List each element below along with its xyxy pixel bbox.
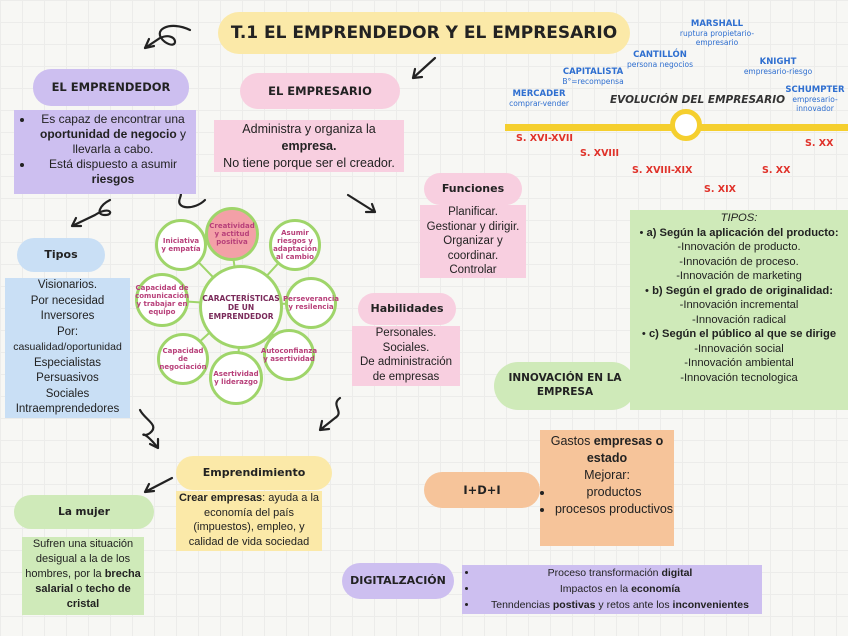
bubble-comunicacion: Capacidad de comunicación y trabajar en … — [135, 273, 189, 327]
characteristics-cluster: CARACTERÍSTICAS DE UN EMPRENDEDOR Creati… — [135, 205, 345, 405]
tipos-item: Por: — [56, 325, 79, 338]
timeline-marshall: MARSHALL ruptura propietario- empresario — [679, 19, 755, 48]
main-title: T.1 EL EMPRENDEDOR Y EL EMPRESARIO — [218, 12, 630, 54]
emprendedor-item-1: Es capaz de encontrar una oportunidad de… — [34, 112, 192, 157]
empresario-title: EL EMPRESARIO — [268, 84, 372, 98]
innovation-type-a: • a) Según la aplicación del producto: — [639, 226, 839, 239]
timeline-knight: KNIGHT empresario-riesgo — [743, 57, 813, 77]
tipos-item: Inversores — [40, 310, 95, 322]
digitalizacion-item-2: Impactos en la economía — [478, 581, 762, 597]
habilidades-item: Personales. — [375, 327, 437, 339]
bubble-creatividad: Creatividad y actitud positiva — [205, 207, 259, 261]
emprendedor-heading: EL EMPRENDEDOR — [33, 69, 189, 106]
innovation-item: -Innovación de proceso. — [679, 255, 799, 268]
emprendedor-description: Es capaz de encontrar una oportunidad de… — [14, 110, 196, 194]
bubble-iniciativa: Iniciativa y empatía — [155, 219, 207, 271]
innovation-types-box: TIPOS: • a) Según la aplicación del prod… — [630, 210, 848, 410]
timeline-node — [670, 109, 702, 141]
tipos-item: Visionarios. — [37, 279, 98, 291]
emprendedor-title: EL EMPRENDEDOR — [51, 80, 171, 94]
digitalizacion-label: DIGITALZACIÓN — [342, 563, 454, 599]
tipos-title: Tipos — [44, 248, 78, 261]
idi-description: Gastos empresas o estado Mejorar: produc… — [540, 430, 674, 546]
tipos-item: Especialistas — [33, 356, 102, 369]
empresario-line-2: empresa. — [281, 139, 337, 153]
tipos-item: Por necesidad — [30, 294, 105, 307]
idi-gastos: Gastos empresas o estado — [550, 434, 664, 465]
habilidades-list: Personales. Sociales. De administración … — [352, 326, 460, 386]
habilidades-title: Habilidades — [370, 302, 444, 315]
mujer-description: Sufren una situación desigual a la de lo… — [22, 537, 144, 615]
empresario-line-1: Administra y organiza la — [242, 122, 376, 136]
idi-item: productos — [554, 484, 674, 501]
digitalizacion-item-1: Proceso transformación digital — [478, 565, 762, 581]
century-label: S. XVIII — [580, 148, 620, 159]
century-label: S. XX — [805, 138, 834, 149]
digitalizacion-list: Proceso transformación digital Impactos … — [462, 565, 762, 614]
innovation-item: -Innovación tecnologica — [680, 371, 798, 384]
funciones-item: Planificar. — [448, 206, 498, 218]
funciones-item: Organizar y — [443, 235, 503, 247]
timeline-mercader: MERCADER comprar-vender — [509, 89, 569, 109]
emprendedor-item-2: Está dispuesto a asumir riesgos — [34, 157, 192, 187]
bubble-riesgos: Asumir riesgos y adaptación al cambio — [269, 219, 321, 271]
innovation-item: -Innovación de producto. — [677, 241, 801, 253]
tipos-item: Persuasivos — [36, 372, 99, 384]
tipos-item: Intraemprendedores — [15, 403, 120, 415]
empresario-description: Administra y organiza la empresa. No tie… — [214, 120, 404, 172]
century-label: S. XVI-XVII — [516, 133, 573, 144]
century-label: S. XIX — [704, 184, 736, 195]
empresario-heading: EL EMPRESARIO — [240, 73, 400, 109]
idi-mejorar: Mejorar: — [584, 468, 630, 482]
funciones-item: Controlar — [449, 264, 497, 276]
tipos-heading: Tipos — [17, 238, 105, 272]
innovation-item: -Innovación social — [694, 342, 784, 355]
tipos-item: Sociales — [45, 387, 90, 400]
tipos-item: casualidad/oportunidad — [13, 341, 122, 353]
innovacion-empresa-label: INNOVACIÓN EN LA EMPRESA — [494, 362, 636, 410]
century-label: S. XX — [762, 165, 791, 176]
innovation-item: -Innovación incremental — [679, 299, 799, 311]
innovation-item: -Innovación radical — [692, 313, 786, 326]
idi-item: procesos productivos — [554, 501, 674, 518]
center-bubble: CARACTERÍSTICAS DE UN EMPRENDEDOR — [199, 265, 283, 349]
idi-label: I+D+I — [424, 472, 540, 508]
habilidades-item: de empresas — [372, 370, 440, 383]
timeline-title: EVOLUCIÓN DEL EMPRESARIO — [610, 94, 786, 106]
funciones-item: coordinar. — [447, 249, 499, 262]
main-title-text: T.1 EL EMPRENDEDOR Y EL EMPRESARIO — [230, 23, 618, 43]
funciones-heading: Funciones — [424, 173, 522, 205]
timeline-cantillon: CANTILLÓN persona negocios — [626, 50, 694, 70]
bubble-perseverancia: Perseverancia y resilencia — [283, 277, 339, 329]
habilidades-item: De administración — [359, 356, 453, 368]
habilidades-item: Sociales. — [382, 341, 430, 354]
emprendimiento-heading: Emprendimiento — [176, 456, 332, 490]
digitalizacion-item-3: Tenndencias postivas y retos ante los in… — [478, 597, 762, 613]
innovation-type-b: • b) Según el grado de originalidad: — [645, 284, 833, 297]
century-label: S. XVIII-XIX — [632, 165, 693, 176]
innovation-type-c: • c) Según el público al que se dirige — [641, 328, 837, 340]
bubble-negociacion: Capacidad de negociación — [157, 333, 209, 385]
tipos-list: Visionarios. Por necesidad Inversores Po… — [5, 278, 130, 418]
funciones-list: Planificar. Gestionar y dirigir. Organiz… — [420, 205, 526, 278]
habilidades-heading: Habilidades — [358, 293, 456, 325]
innovation-types-heading: TIPOS: — [720, 212, 758, 224]
funciones-item: Gestionar y dirigir. — [426, 220, 520, 233]
mujer-heading: La mujer — [14, 495, 154, 529]
squiggle-arrow-top — [143, 24, 192, 50]
innovation-item: -Innovación ambiental — [684, 357, 794, 369]
empresario-line-3: No tiene porque ser el creador. — [223, 156, 395, 170]
timeline-schumpter: SCHUMPTER empresario- innovador — [785, 85, 845, 114]
bubble-asertividad: Asertividad y liderazgo — [209, 351, 263, 405]
funciones-title: Funciones — [441, 182, 505, 195]
emprendimiento-description: Crear empresas: ayuda a la economía del … — [176, 491, 322, 551]
timeline-capitalista: CAPITALISTA B°=recompensa — [562, 67, 624, 87]
innovation-item: -Innovación de marketing — [676, 270, 802, 282]
bubble-autoconfianza: Autoconfianza y asertividad — [261, 329, 317, 381]
